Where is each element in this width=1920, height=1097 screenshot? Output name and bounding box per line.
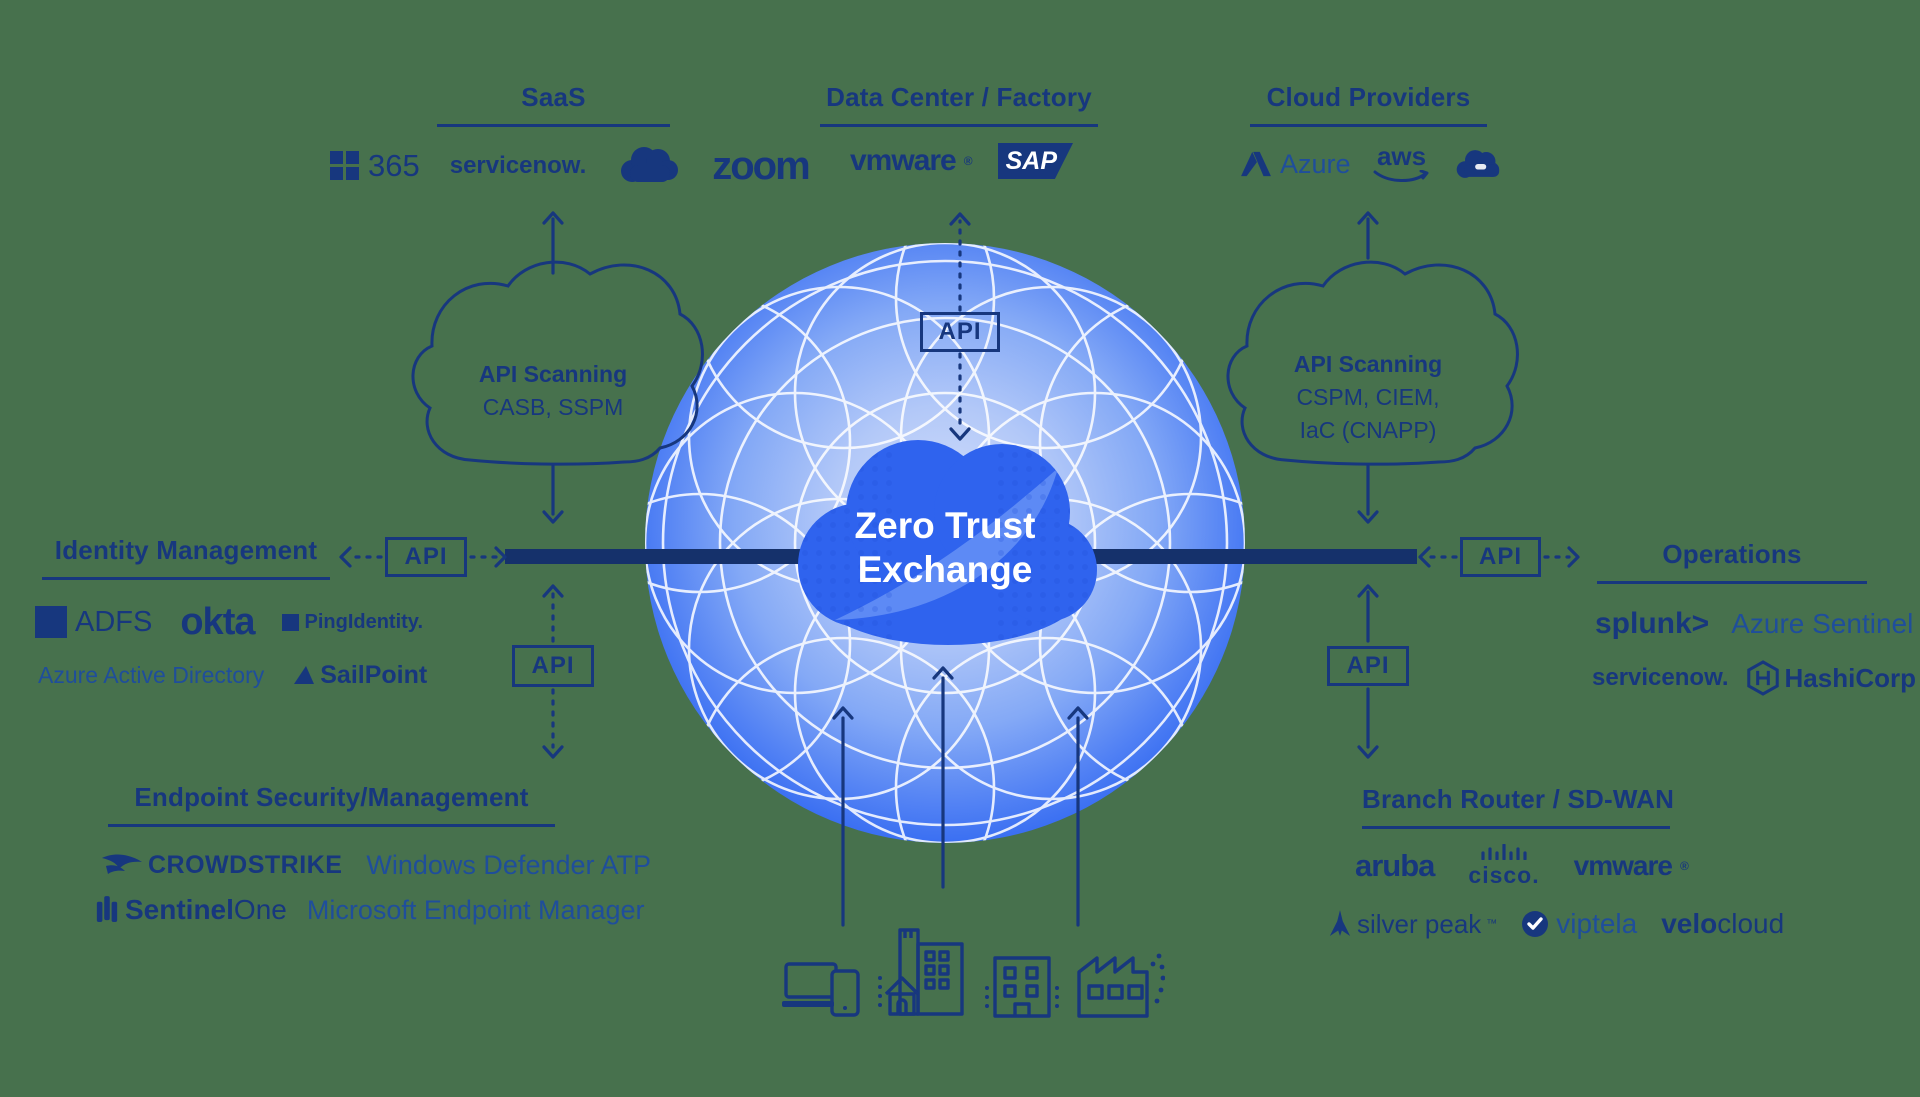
arrowhead-up-left <box>542 584 564 598</box>
arrowhead-left-identity <box>339 546 352 568</box>
section-title-operations: Operations <box>1597 539 1867 584</box>
cisco-bars-icon <box>1481 843 1527 860</box>
arrow-up-right-lower <box>1357 584 1379 643</box>
microsoft-365-icon <box>330 151 359 180</box>
api-box-operations: API <box>1460 537 1541 577</box>
operations-logos-row1: splunk> Azure Sentinel <box>1595 604 1913 644</box>
logo-azure: Azure <box>1240 149 1351 180</box>
section-title-identity-management: Identity Management <box>42 535 330 580</box>
arrow-saas-up <box>542 211 564 275</box>
office-icon <box>985 956 1059 1018</box>
logo-splunk: splunk> <box>1595 607 1710 640</box>
arrow-users-left <box>832 706 854 927</box>
logo-vmware: vmware® <box>850 144 973 177</box>
logo-hashicorp: HashiCorp <box>1746 660 1916 696</box>
devices-icon <box>782 962 860 1017</box>
data-center-logos: vmware® SAP <box>850 140 1073 182</box>
section-title-endpoint-security: Endpoint Security/Management <box>108 782 555 827</box>
arrow-cloudproviders-up <box>1357 211 1379 260</box>
identity-logos-row2: Azure Active Directory SailPoint <box>38 658 427 692</box>
api-scanning-right-label: API Scanning CSPM, CIEM, IaC (CNAPP) <box>1293 351 1443 443</box>
logo-servicenow-ops: servicenow. <box>1592 664 1729 691</box>
saas-logos: 365 servicenow. zoom <box>330 140 811 192</box>
logo-sailpoint: SailPoint <box>292 661 427 690</box>
api-scanning-left-label: API Scanning CASB, SSPM <box>478 361 628 420</box>
logo-azure-sentinel: Azure Sentinel <box>1731 608 1914 639</box>
arrow-down-right-lower <box>1357 687 1379 759</box>
connector-arrows <box>339 211 1580 927</box>
logo-cisco: cisco. <box>1468 843 1539 889</box>
arrowhead-right-operations <box>1567 546 1580 568</box>
logo-salesforce <box>616 144 682 188</box>
logo-aws: aws <box>1373 143 1431 184</box>
arrowhead-down-top <box>949 427 971 441</box>
api-scanning-cloud-right <box>1226 260 1519 466</box>
logo-google-cloud <box>1453 147 1501 181</box>
operations-logos-row2: servicenow. HashiCorp <box>1592 658 1916 698</box>
api-scanning-cloud-left <box>411 260 704 466</box>
google-cloud-icon <box>1456 150 1499 178</box>
logo-sentinelone: SentinelOne <box>95 894 287 926</box>
logo-okta: okta <box>180 600 255 643</box>
crowdstrike-falcon-icon <box>102 854 142 874</box>
arrowhead-up-top <box>949 212 971 226</box>
logo-viptela: viptela <box>1521 908 1637 940</box>
arrowhead-down-left <box>542 745 564 759</box>
cloud-provider-logos: Azure aws <box>1240 140 1501 188</box>
logo-servicenow: servicenow. <box>449 152 587 179</box>
arrow-users-right <box>1067 706 1089 927</box>
sentinelone-icon <box>96 896 118 922</box>
campus-icon <box>878 928 964 1016</box>
endpoint-logos-row1: CROWDSTRIKE Windows Defender ATP <box>100 846 651 884</box>
section-title-branch-router: Branch Router / SD-WAN <box>1362 784 1674 829</box>
logo-microsoft-365: 365 <box>330 148 420 184</box>
logo-pingidentity: PingIdentity. <box>282 611 423 634</box>
logo-vmware-branch: vmware® <box>1573 850 1689 881</box>
arrow-leftcloud-to-bar <box>542 464 564 524</box>
hashicorp-icon <box>1746 660 1779 696</box>
endpoint-logos-row2: SentinelOne Microsoft Endpoint Manager <box>95 890 645 930</box>
sailpoint-icon <box>294 666 315 684</box>
api-box-branch: API <box>1327 646 1409 686</box>
logo-windows-defender-atp: Windows Defender ATP <box>366 849 652 880</box>
factory-icon <box>1077 953 1165 1018</box>
section-title-cloud-providers: Cloud Providers <box>1250 82 1487 127</box>
logo-adfs: ADFS <box>35 606 152 639</box>
arrow-rightcloud-to-bar <box>1357 464 1379 524</box>
logo-crowdstrike: CROWDSTRIKE <box>100 850 342 880</box>
viptela-icon <box>1522 911 1549 937</box>
adfs-icon <box>35 606 67 638</box>
api-box-identity: API <box>385 537 467 577</box>
salesforce-cloud-icon <box>621 147 679 182</box>
section-title-data-center: Data Center / Factory <box>820 82 1098 127</box>
api-box-datacenter: API <box>920 312 1000 352</box>
sap-logo: SAP <box>997 143 1073 179</box>
pingidentity-icon <box>282 613 300 631</box>
logo-zoom: zoom <box>712 143 810 188</box>
branch-logos-row1: aruba cisco. vmware® <box>1355 843 1689 889</box>
silverpeak-icon <box>1329 910 1351 936</box>
logo-aruba: aruba <box>1355 848 1435 883</box>
identity-logos-row1: ADFS okta PingIdentity. <box>35 600 423 644</box>
arrowhead-left-barright <box>1418 546 1431 568</box>
arrowhead-right-barleft <box>494 546 507 568</box>
zero-trust-exchange-label: Zero Trust Exchange <box>854 505 1036 590</box>
logo-velocloud: velocloud <box>1661 908 1785 939</box>
arrow-users-middle <box>932 666 954 889</box>
azure-icon <box>1241 151 1271 177</box>
section-title-saas: SaaS <box>437 82 670 127</box>
api-box-endpoint: API <box>512 645 594 687</box>
logo-azure-active-directory: Azure Active Directory <box>38 661 265 688</box>
logo-microsoft-endpoint-manager: Microsoft Endpoint Manager <box>306 894 645 925</box>
user-location-icons <box>782 922 1165 1018</box>
aws-smile-icon <box>1373 170 1429 182</box>
